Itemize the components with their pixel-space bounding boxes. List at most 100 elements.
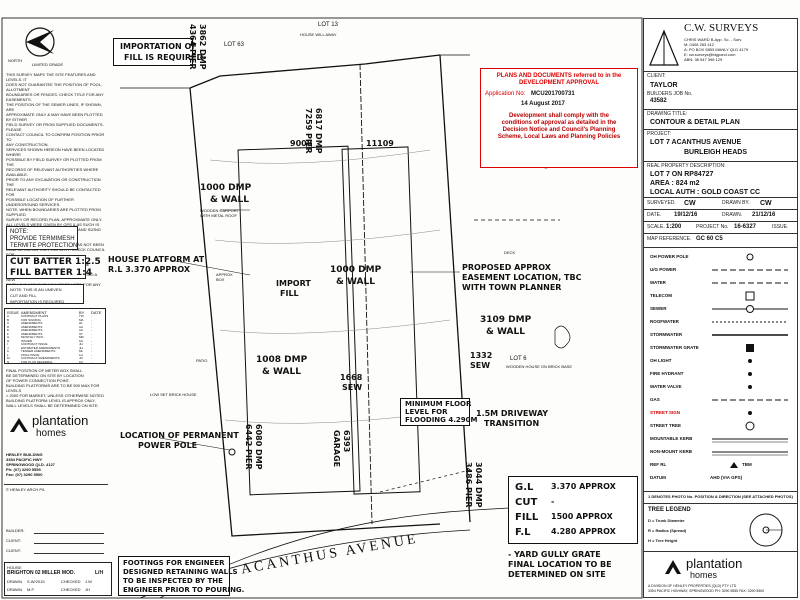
legend-item-label: STORMWATER [650,332,683,337]
amendment-cell: AMENDMENTS [21,321,43,325]
site-notes: FINAL POSITION OF METER BOX SHALL BE DET… [6,368,110,408]
dot-icon [748,385,752,389]
amendment-cell: CONTRACT PLANS [21,314,49,318]
amendment-cell: F [7,331,9,336]
legend-item-label: TELECOM [650,293,672,298]
amendment-cell: - [91,338,92,343]
legend-item: STORMWATER [648,330,793,340]
company-line: E: cw.surveys@bigpond.com [684,52,736,57]
amendment-cell: JH [79,345,83,350]
house-grid-cell: S.W/2015 [27,579,45,584]
amendment-cell: - [91,331,92,336]
amendment-cell: TENDER AMENDMENTS [21,349,56,353]
amendment-cell: ML [79,349,84,353]
level-value-gl: 3.370 APPROX [551,482,616,491]
house-hand: L/H [95,570,104,576]
drawn-by-label: DRAWN BY. [722,200,750,206]
approx-box-label: APPROX BOX [216,272,233,282]
approval-body-line: Development shall comply with the [508,113,610,119]
client-label: CLIENT: [647,73,666,79]
scale-value: 1:200 [666,224,682,230]
project-label: PROJECT: [647,131,672,137]
signature-block: BUILDER: CLIENT: CLIENT: [4,526,108,562]
legend-item: STREET TREE [648,421,793,431]
legend-item: TELECOM [648,291,793,301]
flood-line: MINIMUM FLOOR [405,400,472,408]
amendment-cell: HL [79,321,83,325]
driveway-label: 1.5M DRIVEWAY [476,409,549,418]
legend-item-label: WATER VALVE [650,384,682,389]
sewer-label: 1668 [340,373,363,382]
plantation-logo-icon [10,418,28,432]
address-line: Fax: (07) 3290 5500 [6,472,43,477]
platform-label: R.L 3.370 APPROX [108,265,191,274]
amendment-cell: FOR SIGNING [21,317,41,322]
amendment-cell: L [7,352,9,357]
scale-row: SCALE. 1:200 PROJECT No. 16-6327 ISSUE. [644,221,797,233]
legend-item: SEWER [648,304,793,314]
tree-icon [539,145,571,349]
sig-line [34,533,104,534]
lot-63-label: LOT 63 [224,42,244,48]
dmp-label: 3862 DMP [198,24,207,70]
house-grid-cell: DRAWN [7,587,22,592]
pier-label: 3486 PIER [464,462,473,508]
company-line: CHRIS WARD B.App. Sc. - Surv. [684,37,743,42]
amendment-cell: - [91,345,92,350]
plantation-address: HENLEY BUILDING 3354 PACIFIC HWY SPRINGW… [6,452,110,477]
amendment-cell: ST [79,331,83,336]
photo-note-row: 1 DENOTES PHOTO No. POSITION & DIRECTION… [644,491,797,503]
legend-item-label: STREET TREE [650,423,682,428]
dmp-wall-label: 1000 DMP [200,183,252,193]
sig-line [34,543,104,544]
sewer-label: 1332 [470,351,493,360]
amendment-cell: MONTHLY INFO [21,335,44,339]
amendment-cell: - [91,314,92,318]
project-no-value: 16-6327 [734,224,757,230]
site-note-line: OF POWER CONNECTION POINT. [6,378,70,383]
legend-item: GAS [648,395,793,405]
note-line: POSSIBLE LOCATION OF FURTHER UNDERGROUND… [6,197,74,207]
note-line: THE POSITION OF THE SEWER LINES, IF SHOW… [6,102,102,112]
uneven-line1: NOTE: THIS IS AN UNEVEN [10,287,62,292]
note-line: RECORDS OF RELEVANT AUTHORITIES WHERE AV… [6,167,99,177]
note-line: CONTACT COUNCIL TO CONFIRM POSITION PRIO… [6,132,105,142]
tree-legend-d: D = Trunk Diameter [648,518,685,523]
legend-item: STREET SIGN [648,408,793,418]
house-north-note: HOUSE WILL AWAY [300,32,337,37]
amendment-cell: AMENDMENTS [21,324,43,329]
note-line: RELEVANT AUTHORITY SHOULD BE CONTACTED F… [6,187,101,197]
legend-item-extra: TBM [742,462,752,467]
sewer-icon [712,305,788,313]
sig-builder-label: BUILDER: [6,528,25,533]
dates-row: DATE. 19/12/16 DRAWN. 21/12/16 [644,209,797,221]
map-ref-row: MAP REFERENCE. GC 60 C5 [644,233,797,245]
dot-icon [748,411,752,415]
yard-gully-note: - YARD GULLY GRATE FINAL LOCATION TO BE … [508,550,640,580]
lot-6-desc: WOODEN HOUSE ON BRICK BASE [506,364,573,369]
surveyed-value: CW [684,200,696,207]
termite-line1: NOTE: [10,229,29,235]
amendment-cell: TW [79,314,84,318]
client-value: TAYLOR [650,82,678,89]
power-pole-icon [228,448,236,456]
rpd-label: REAL PROPERTY DESCRIPTION: [647,163,726,169]
issue-label: ISSUE. [772,224,789,230]
plantation-logo-word1: plantation [32,413,89,428]
company-line: M: 0408 283 412 [684,42,715,47]
approval-head-line1: PLANS AND DOCUMENTS referred to in the [496,73,622,79]
tree-legend-h: H = Tree Height [648,538,678,543]
sewer-label: SEW [470,361,491,370]
level-value-fl: 4.280 APPROX [551,527,616,536]
house-value: BRIGHTON 02 MILLER MOD. [7,570,75,576]
amend-col-issue: ISSUE [7,310,20,315]
drawing-title-label: DRAWING TITLE: [647,111,688,117]
house-model-box: HOUSE: BRIGHTON 02 MILLER MOD. L/H DRAWN… [4,562,112,596]
importation-box: IMPORTATION OF FILL IS REQUIRED [113,38,203,66]
dmp-wall-label: & WALL [486,327,525,337]
amendment-cell: JO [79,356,83,360]
site-note-line: BUILDING PLATFORM LEVEL IS APPROX ONLY, [6,398,96,403]
flood-line: FLOODING 4.290M [405,416,478,424]
importation-line2: FILL IS REQUIRED [124,53,204,62]
dot-icon [748,372,752,376]
